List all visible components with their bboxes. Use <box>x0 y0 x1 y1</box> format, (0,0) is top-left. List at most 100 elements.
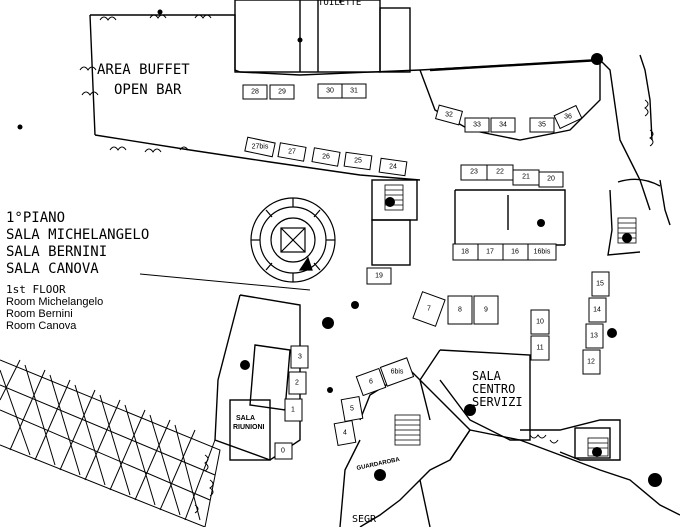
booth-26[interactable]: 26 <box>311 147 341 167</box>
booth-label: 34 <box>499 122 507 129</box>
booth-24[interactable]: 24 <box>378 157 408 177</box>
booth-label: 13 <box>590 333 598 340</box>
booth-label: 4 <box>343 430 347 437</box>
booth-label: 16 <box>511 249 519 256</box>
booth-label: 19 <box>375 273 383 280</box>
floor-en-line3: Room Bernini <box>6 308 73 320</box>
booth-label: 21 <box>522 174 530 181</box>
booth-23[interactable]: 23 <box>460 164 488 181</box>
booth-12[interactable]: 12 <box>582 349 601 375</box>
booth-3[interactable]: 3 <box>290 345 309 369</box>
floor-legend-it: 1°PIANO SALA MICHELANGELO SALA BERNINI S… <box>6 210 149 277</box>
booth-label: 28 <box>251 89 259 96</box>
booth-33[interactable]: 33 <box>464 117 490 133</box>
booth-8[interactable]: 8 <box>447 295 473 325</box>
booth-label: 17 <box>486 249 494 256</box>
booth-label: 3 <box>298 354 302 361</box>
booth-label: 24 <box>389 164 397 171</box>
floor-it-line3: SALA BERNINI <box>6 244 107 260</box>
booth-label: 32 <box>445 112 453 119</box>
booth-label: 10 <box>536 319 544 326</box>
booth-label: 6bis <box>391 369 404 376</box>
booth-16[interactable]: 16 <box>502 243 529 261</box>
booth-label: 15 <box>596 281 604 288</box>
booth-11[interactable]: 11 <box>530 335 550 361</box>
toilette-label: TOILETTE <box>318 0 361 8</box>
booth-34[interactable]: 34 <box>490 117 516 133</box>
sala-riunioni-label: SALA RIUNIONI <box>233 415 265 431</box>
hedges <box>79 14 654 514</box>
atrium-grid <box>0 359 221 527</box>
booth-15[interactable]: 15 <box>591 271 610 297</box>
booth-28[interactable]: 28 <box>242 84 268 100</box>
booth-label: 2 <box>295 380 299 387</box>
booth-14[interactable]: 14 <box>588 297 607 323</box>
booth-label: 7 <box>427 306 431 313</box>
booth-7[interactable]: 7 <box>412 291 446 327</box>
booth-label: 23 <box>470 169 478 176</box>
booth-label: 8 <box>458 307 462 314</box>
booth-label: 5 <box>350 406 354 413</box>
booth-label: 18 <box>461 249 469 256</box>
columns <box>17 9 662 487</box>
booth-18[interactable]: 18 <box>452 243 479 261</box>
segr-label: SEGR <box>352 514 377 525</box>
booth-label: 27bis <box>252 144 269 151</box>
floor-en-line1: 1st FLOOR <box>6 283 66 296</box>
booth-label: 1 <box>291 407 295 414</box>
booth-label: 22 <box>496 169 504 176</box>
booth-0[interactable]: 0 <box>274 442 293 460</box>
buffet-label-line2: OPEN BAR <box>114 82 182 98</box>
booth-6bis[interactable]: 6bis <box>379 357 415 387</box>
floor-en-line4: Room Canova <box>6 320 77 332</box>
booth-label: 26 <box>322 154 330 161</box>
booth-label: 0 <box>281 448 285 455</box>
floor-legend-en: 1st FLOOR Room Michelangelo Room Bernini… <box>6 283 103 332</box>
booth-30[interactable]: 30 <box>317 83 343 99</box>
centro-line3: SERVIZI <box>472 395 523 409</box>
spiral-staircase-icon <box>250 197 336 283</box>
booth-label: 35 <box>538 122 546 129</box>
booth-10[interactable]: 10 <box>530 309 550 335</box>
booth-13[interactable]: 13 <box>585 323 604 349</box>
booth-label: 16bis <box>534 249 551 256</box>
booth-27[interactable]: 27 <box>277 142 307 162</box>
booth-25[interactable]: 25 <box>343 151 373 171</box>
booth-35[interactable]: 35 <box>529 117 555 133</box>
booth-27bis[interactable]: 27bis <box>244 136 276 158</box>
booth-31[interactable]: 31 <box>341 83 367 99</box>
booth-36[interactable]: 36 <box>553 104 583 130</box>
booth-21[interactable]: 21 <box>512 169 540 186</box>
floor-it-line4: SALA CANOVA <box>6 261 99 277</box>
walls <box>89 0 680 527</box>
booth-label: 25 <box>354 158 362 165</box>
sala-riunioni-line2: RIUNIONI <box>233 424 265 431</box>
floor-it-line2: SALA MICHELANGELO <box>6 227 149 243</box>
booth-29[interactable]: 29 <box>269 84 295 100</box>
booth-label: 11 <box>536 345 543 352</box>
booth-9[interactable]: 9 <box>473 295 499 325</box>
booth-1[interactable]: 1 <box>284 398 303 422</box>
booth-19[interactable]: 19 <box>366 267 392 285</box>
booth-label: 14 <box>593 307 601 314</box>
buffet-label-line1: AREA BUFFET <box>97 62 190 78</box>
booth-22[interactable]: 22 <box>486 164 514 181</box>
booth-20[interactable]: 20 <box>538 171 564 188</box>
booth-16bis[interactable]: 16bis <box>527 243 557 261</box>
booth-label: 6 <box>369 379 373 386</box>
booth-32[interactable]: 32 <box>434 104 464 126</box>
sala-centro-servizi-label: SALA CENTRO SERVIZI <box>472 369 523 409</box>
booth-4[interactable]: 4 <box>333 420 357 446</box>
booth-label: 9 <box>484 307 488 314</box>
booth-label: 33 <box>473 122 481 129</box>
booth-2[interactable]: 2 <box>288 371 307 395</box>
booth-label: 36 <box>564 114 572 121</box>
booth-5[interactable]: 5 <box>340 396 364 422</box>
booth-label: 12 <box>587 359 595 366</box>
booth-label: 30 <box>326 88 334 95</box>
booth-17[interactable]: 17 <box>477 243 504 261</box>
centro-line2: CENTRO <box>472 382 515 396</box>
booth-6[interactable]: 6 <box>355 367 387 397</box>
